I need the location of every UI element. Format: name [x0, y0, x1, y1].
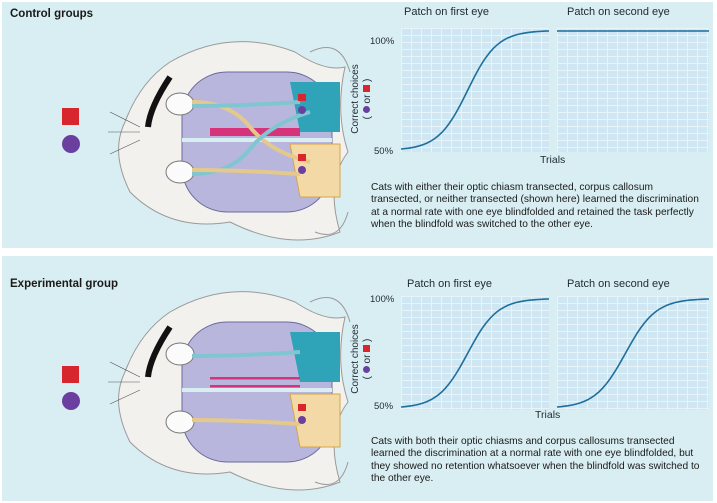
or-text: or — [362, 95, 373, 104]
purple-circle-stimulus — [62, 135, 80, 153]
or-text: or — [362, 355, 373, 364]
y-axis-label: Correct choices ( or ) — [350, 54, 380, 144]
learning-curve-second-eye — [557, 299, 709, 407]
chart-col-title-first: Patch on first eye — [407, 278, 492, 290]
y-axis-label: Correct choices ( or ) — [350, 314, 380, 404]
paren-right: ) — [362, 79, 373, 82]
y-tick-50: 50% — [374, 146, 393, 157]
cat-brain-diagram — [110, 32, 355, 247]
chart-col-title-second: Patch on second eye — [567, 6, 670, 18]
square-symbol-icon — [363, 85, 370, 92]
y-tick-100: 100% — [370, 36, 394, 47]
y-axis-symbols: ( or ) — [362, 54, 374, 144]
chart-experimental — [401, 296, 709, 410]
paren-right: ) — [362, 339, 373, 342]
chart-control — [401, 28, 709, 152]
x-axis-label: Trials — [540, 154, 565, 166]
chart-col-title-first: Patch on first eye — [404, 6, 489, 18]
learning-curve-first-eye — [401, 31, 549, 149]
circle-symbol-icon — [363, 366, 370, 373]
y-axis-title: Correct choices — [350, 314, 362, 404]
red-square-stimulus — [62, 108, 79, 125]
panel-title: Experimental group — [10, 278, 118, 290]
circle-symbol-icon — [363, 106, 370, 113]
caption: Cats with both their optic chiasms and c… — [371, 436, 701, 486]
y-axis-title: Correct choices — [350, 54, 362, 144]
chart-col-title-second: Patch on second eye — [567, 278, 670, 290]
control-panel: Control groups Patch on first eye Patch … — [2, 2, 713, 248]
y-axis-symbols: ( or ) — [362, 314, 374, 404]
paren-left: ( — [362, 116, 373, 119]
experimental-panel: Experimental group Patch on first eye Pa… — [2, 256, 713, 501]
y-tick-100: 100% — [370, 294, 394, 305]
panel-title: Control groups — [10, 8, 93, 20]
red-square-stimulus — [62, 366, 79, 383]
x-axis-label: Trials — [535, 409, 560, 421]
paren-left: ( — [362, 376, 373, 379]
learning-curve-first-eye — [401, 299, 549, 407]
cat-brain-diagram — [110, 282, 355, 497]
purple-circle-stimulus — [62, 392, 80, 410]
square-symbol-icon — [363, 345, 370, 352]
caption: Cats with either their optic chiasm tran… — [371, 182, 701, 232]
